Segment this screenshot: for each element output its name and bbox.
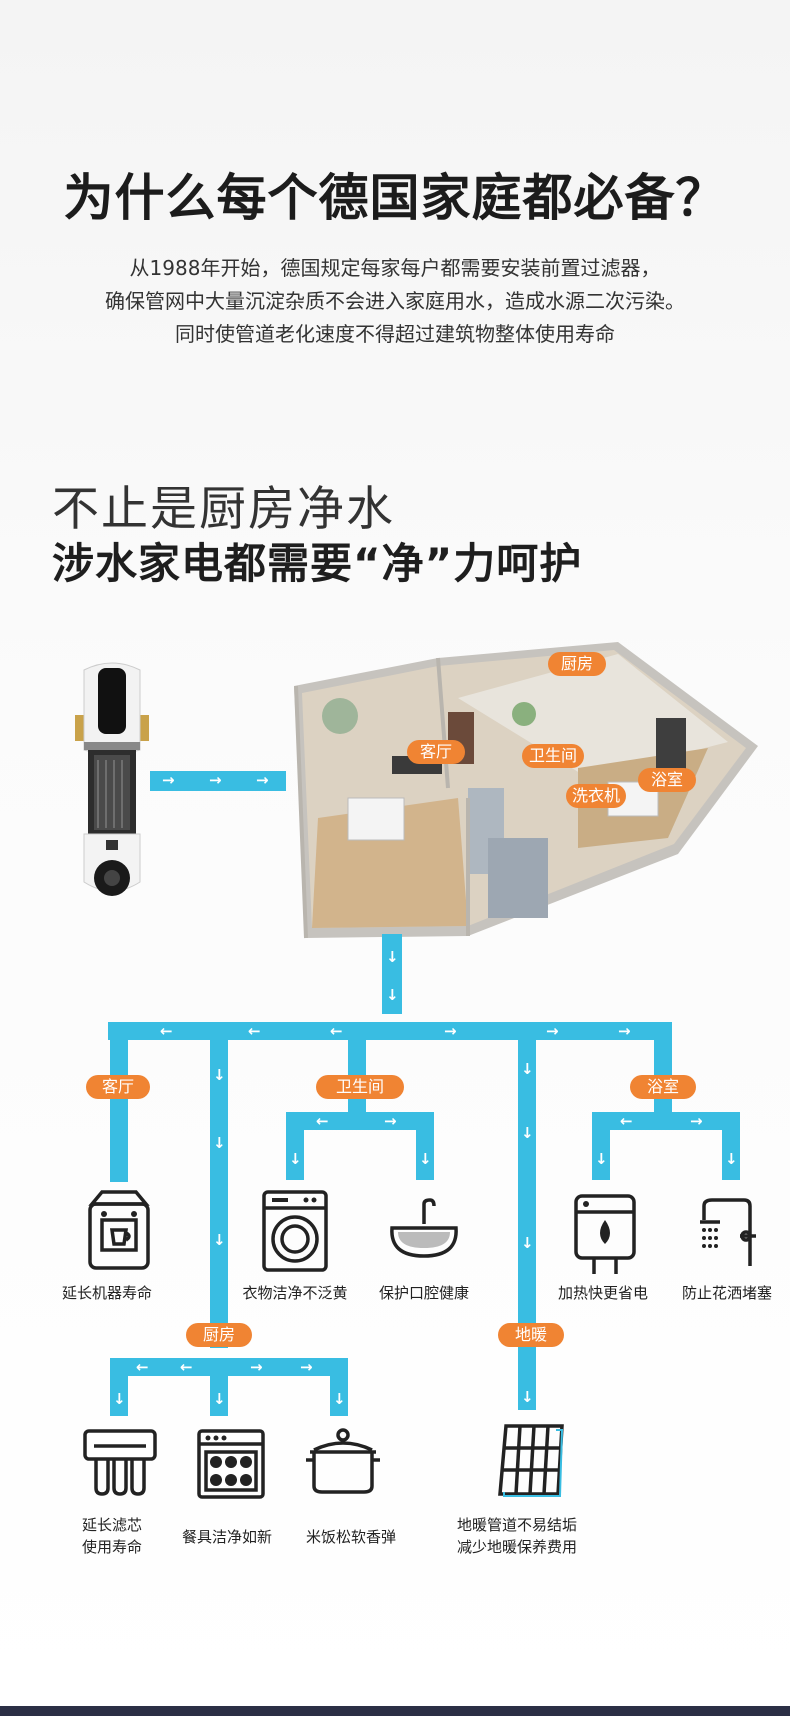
caption-basin: 保护口腔健康 xyxy=(378,1284,469,1302)
caption-floor-1: 地暖管道不易结垢 xyxy=(456,1516,577,1534)
cooking-pot-icon xyxy=(306,1428,380,1494)
intro-line-2: 确保管网中大量沉淀杂质不会进入家庭用水，造成水源二次污染。 xyxy=(105,289,685,313)
pre-filter-product xyxy=(75,662,149,896)
water-heater-icon xyxy=(574,1194,636,1274)
floor-heating-icon xyxy=(498,1424,564,1497)
water-purifier-icon xyxy=(83,1429,157,1496)
caption-dishwasher: 餐具洁净如新 xyxy=(181,1528,272,1546)
intro-line-1: 从1988年开始，德国规定每家每户都需要安装前置过滤器， xyxy=(129,256,661,280)
headline-line-2: 涉水家电都需要“净”力呵护 xyxy=(52,539,583,588)
wash-basin-icon xyxy=(390,1198,458,1258)
dishwasher-icon xyxy=(197,1429,265,1499)
intro-line-3: 同时使管道老化速度不得超过建筑物整体使用寿命 xyxy=(175,322,615,346)
house-tag-washer: 洗衣机 xyxy=(566,784,626,808)
branch-tag-bathroom: 卫生间 xyxy=(316,1075,404,1099)
house-floorplan xyxy=(294,642,758,939)
house-tag-kitchen: 厨房 xyxy=(548,652,606,676)
branch-tag-floor-heating: 地暖 xyxy=(498,1323,564,1347)
caption-washer: 衣物洁净不泛黄 xyxy=(242,1284,348,1302)
caption-dispenser: 延长机器寿命 xyxy=(61,1284,152,1302)
branch-tag-bath: 浴室 xyxy=(630,1075,696,1099)
caption-floor-2: 减少地暖保养费用 xyxy=(456,1538,577,1556)
washing-machine-icon xyxy=(262,1190,328,1272)
shower-icon xyxy=(700,1198,756,1266)
caption-shower: 防止花洒堵塞 xyxy=(681,1284,772,1302)
caption-cooker: 米饭松软香弹 xyxy=(305,1528,396,1546)
branch-tag-living: 客厅 xyxy=(86,1075,150,1099)
headline-line-1: 不止是厨房净水 xyxy=(52,482,395,537)
house-tag-living: 客厅 xyxy=(407,740,465,764)
caption-purifier-1: 延长滤芯 xyxy=(81,1516,142,1534)
house-tag-bathroom: 卫生间 xyxy=(522,744,584,768)
caption-heater: 加热快更省电 xyxy=(557,1284,648,1302)
branch-tag-kitchen: 厨房 xyxy=(186,1323,252,1347)
page-title: 为什么每个德国家庭都必备？ xyxy=(63,169,727,227)
caption-purifier-2: 使用寿命 xyxy=(81,1538,142,1556)
bottom-bar xyxy=(0,1706,790,1716)
house-tag-bath: 浴室 xyxy=(638,768,696,792)
water-dispenser-icon xyxy=(88,1190,150,1270)
